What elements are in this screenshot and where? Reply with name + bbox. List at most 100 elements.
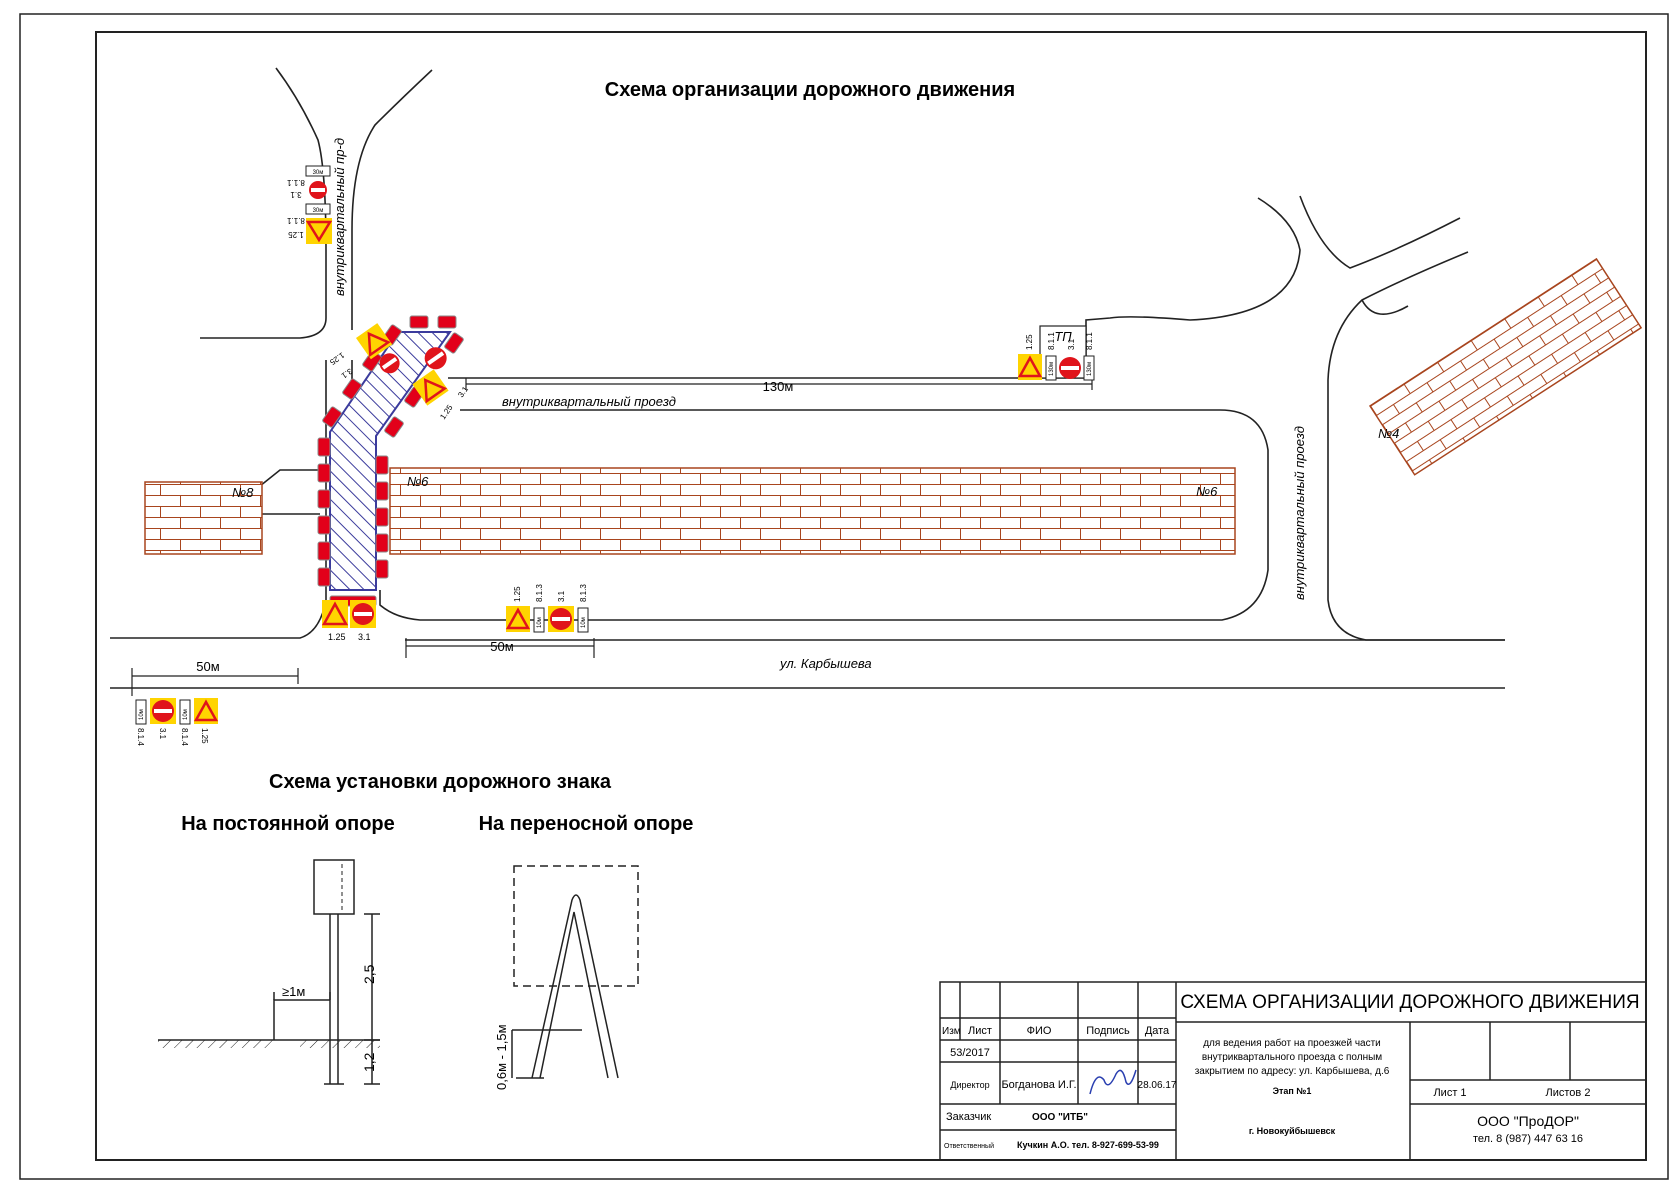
inner-frame [95,31,1647,1161]
stamp-customer-label: Заказчик [946,1111,991,1123]
stamp-director-role: Директор [950,1080,989,1090]
offset-ge-1m: ≥1м [282,984,305,999]
code-8-1-4-ll-2: 8.1.4 [180,728,189,746]
code-3-1-top: 3.1 [290,190,302,199]
no-entry-bar-top [311,188,325,192]
work-zone [329,331,452,591]
code-1-25-corner: 1.25 [328,350,346,367]
code-8-1-1-top-2: 8.1.1 [287,216,305,225]
stamp-desc-3: закрытием по адресу: ул. Карбышева, д.6 [1195,1065,1390,1077]
stamp-signature [1089,1069,1137,1095]
plate-8-1-4-ll [135,699,147,725]
roadworks-sign-ms [505,607,531,630]
code-3-1-corner-right: 3.1 [456,384,470,399]
code-3-1-ll: 3.1 [158,728,167,740]
code-3-1-zb: 3.1 [358,632,371,642]
plate-10m-ms: 10м [537,617,543,628]
dim-130m: 130м [763,379,794,394]
building-8 [144,481,263,555]
code-3-1-ms: 3.1 [557,590,566,602]
stamp-sheets: Листов 2 [1546,1087,1591,1099]
roadworks-sign-top [305,220,333,243]
stamp-title: СХЕМА ОРГАНИЗАЦИИ ДОРОЖНОГО ДВИЖЕНИЯ [1180,992,1639,1013]
fixed-support-drawing [158,859,380,1085]
sign-group-corner-right [412,347,449,406]
no-entry-bar-corner-right [427,351,445,366]
stamp-stage: Этап №1 [1273,1086,1312,1096]
building-6-label-left: №6 [407,474,429,489]
sign-group-corner-left [356,323,400,374]
code-1-25-ms: 1.25 [513,586,522,602]
range-0-6-1-5: 0,6м - 1,5м [494,1024,509,1090]
building-4-label: №4 [1378,426,1399,441]
code-1-25-top: 1.25 [288,230,304,239]
code-8-1-1-top: 8.1.1 [287,178,305,187]
stamp-phone: тел. 8 (987) 447 63 16 [1473,1133,1583,1145]
no-entry-bar-ll [154,709,172,713]
plate-8-1-3-ms-2 [577,607,589,633]
plate-130m-tp: 130м [1049,362,1055,376]
plate-130m-tp-2: 130м [1087,362,1093,376]
building-4 [1368,257,1643,476]
code-1-25-zb: 1.25 [328,632,346,642]
dim-50m-mid: 50м [490,639,513,654]
outer-frame [19,13,1669,1180]
stamp-h-podpis: Подпись [1086,1025,1130,1037]
plate-8-1-1-tp [1045,355,1057,381]
stamp-desc-2: внутриквартального проезда с полным [1202,1052,1382,1063]
building-8-label: №8 [232,485,254,500]
sign-group-zone-bottom: 1.25 3.1 [321,600,376,642]
code-1-25-ll: 1.25 [200,728,209,744]
code-8-1-3-ms: 8.1.3 [535,584,544,602]
no-entry-bar-corner [381,357,398,370]
stamp-sheet: Лист 1 [1433,1087,1466,1099]
plate-8-1-1-top [305,165,331,177]
plate-8-1-3-ms [533,607,545,633]
plate-10m-ms-2: 10м [581,617,587,628]
street-left-passage: внутриквартальный пр-д [332,138,347,296]
sign-group-mid-street: 10м 10м 1.25 8.1.3 3.1 8.1.3 [505,584,589,633]
no-entry-bar-tp [1061,366,1079,370]
portable-support-title: На переносной опоре [479,813,694,835]
building-6 [389,467,1236,555]
dim-50m-left: 50м [196,659,219,674]
stamp-h-list: Лист [968,1025,992,1037]
street-upper-passage: внутриквартальный проезд [502,394,676,409]
stamp-city: г. Новокуйбышевск [1249,1126,1336,1136]
roadworks-sign-corner-right [423,378,448,404]
fixed-support-title: На постоянной опоре [181,813,395,835]
code-3-1-tp: 3.1 [1067,338,1076,350]
plate-10m-ll-2: 10м [183,709,189,720]
code-8-1-1-tp: 8.1.1 [1047,332,1056,350]
height-1-2: 1,2 [361,1052,377,1072]
roadworks-sign-ll [193,699,219,722]
no-entry-bar-zb [354,612,372,616]
plate-8-1-1-tp-2 [1083,355,1095,381]
substation-label: ТП [1054,329,1072,344]
stamp-number: 53/2017 [950,1047,990,1059]
sign-group-tp: 130м 130м 1.25 8.1.1 3.1 8.1.1 [1017,332,1095,381]
stamp-h-izm: Изм [942,1026,961,1037]
sign-group-left-lower: 10м 10м 8.1.4 3.1 8.1.4 1.25 [135,698,219,746]
stamp-responsible: Кучкин А.О. тел. 8-927-699-53-99 [1017,1140,1159,1150]
street-right-passage: внутриквартальный проезд [1292,426,1307,600]
code-8-1-1-tp-2: 8.1.1 [1085,332,1094,350]
stamp-responsible-label: Ответственный [944,1142,994,1150]
plate-30m-top-2: 30м [313,208,324,214]
code-1-25-corner-right: 1.25 [438,403,455,421]
sign-group-top: 30м 30м 8.1.1 3.1 8.1.1 1.25 [287,165,333,244]
stamp-h-date: Дата [1145,1025,1170,1037]
stamp-h-fio: ФИО [1027,1025,1052,1037]
code-8-1-3-ms-2: 8.1.3 [579,584,588,602]
portable-support-drawing [511,865,639,1079]
title-block [939,981,1647,1161]
plate-8-1-4-ll-2 [179,699,191,725]
main-title: Схема организации дорожного движения [605,79,1015,101]
no-entry-bar-ms [552,617,570,621]
install-title: Схема установки дорожного знака [269,771,612,793]
stamp-company: ООО "ПроДОР" [1477,1113,1579,1129]
stamp-director-date: 28.06.17 [1138,1080,1177,1091]
plate-30m-top: 30м [313,170,324,176]
roadworks-sign-corner [367,331,391,358]
